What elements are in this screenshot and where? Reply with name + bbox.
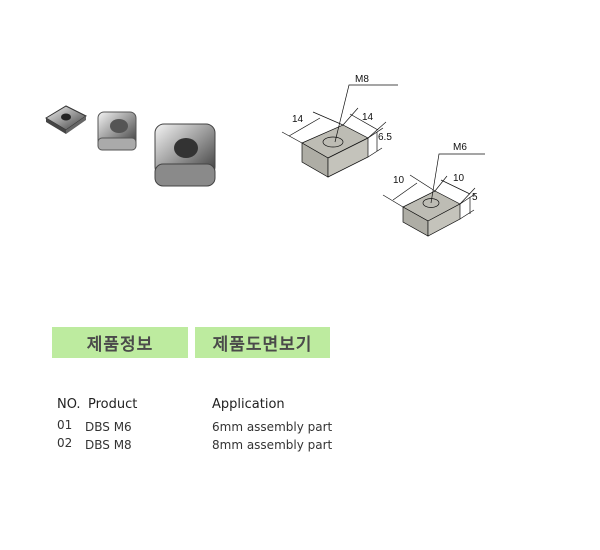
m6-part-drawing: M6 10 10 5 (382, 142, 485, 237)
header-product: Product (88, 397, 138, 412)
m8-part-drawing: M8 14 14 6.5 (281, 74, 398, 178)
row-no: 02 (57, 436, 73, 450)
product-photo (45, 105, 216, 187)
header-application: Application (212, 397, 285, 412)
medium-nut-image (97, 111, 137, 151)
small-nut-image (45, 105, 87, 134)
header-no: NO. (57, 397, 81, 412)
row-application: 8mm assembly part (212, 438, 333, 452)
row-application: 6mm assembly part (212, 420, 333, 434)
m6-label: M6 (453, 142, 467, 153)
m6-height-dim: 5 (472, 192, 478, 203)
m6-width-dim: 10 (393, 175, 405, 186)
row-no: 01 (57, 418, 73, 432)
large-nut-image (154, 123, 216, 187)
m8-width-dim: 14 (292, 114, 304, 125)
m8-height-dim: 6.5 (378, 132, 392, 143)
row-product: DBS M6 (85, 420, 132, 434)
tab-product-drawing[interactable]: 제품도면보기 (195, 327, 330, 358)
technical-drawing: M8 14 14 6.5 M6 10 10 5 (281, 74, 485, 237)
m8-label: M8 (355, 74, 369, 85)
m8-depth-dim: 14 (362, 112, 374, 123)
row-product: DBS M8 (85, 438, 132, 452)
m6-depth-dim: 10 (453, 173, 465, 184)
tab-product-info[interactable]: 제품정보 (52, 327, 188, 358)
